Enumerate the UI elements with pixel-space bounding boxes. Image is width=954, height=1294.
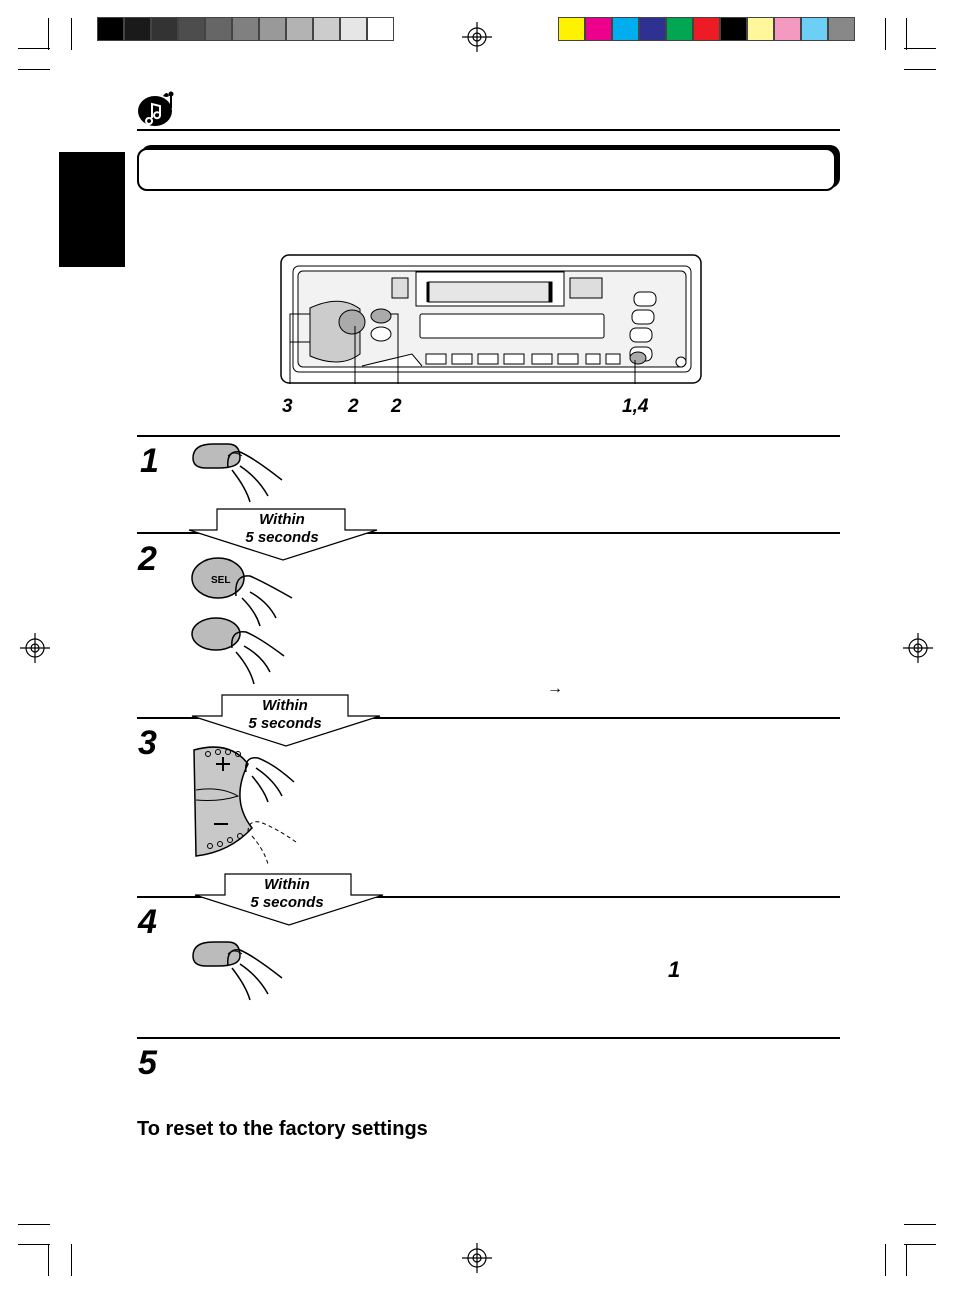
step-4-press-illustration [192, 941, 283, 1001]
color-swatch [774, 17, 801, 41]
gray-swatch [151, 17, 178, 41]
within-arrow-2 [191, 694, 381, 747]
callout-1-4: 1,4 [622, 396, 649, 417]
step-2-rule [137, 532, 840, 534]
gray-swatch [313, 17, 340, 41]
step-1-number: 1 [140, 442, 159, 480]
color-swatch [558, 17, 585, 41]
color-swatch [666, 17, 693, 41]
language-tab [59, 152, 125, 267]
gray-swatch [367, 17, 394, 41]
color-swatch [747, 17, 774, 41]
step-3-number: 3 [138, 724, 157, 762]
gray-swatch [205, 17, 232, 41]
stereo-faceplate [280, 254, 702, 384]
step-4-reference: 1 [668, 957, 681, 982]
gray-swatch [124, 17, 151, 41]
sel-button-label: SEL [211, 575, 231, 586]
within-arrow-1 [188, 508, 378, 561]
gray-swatch [97, 17, 124, 41]
step-1-rule [137, 435, 840, 437]
header-rule [137, 129, 840, 131]
arrow-glyph: → [547, 680, 563, 697]
color-swatch [801, 17, 828, 41]
within-arrow-3 [194, 873, 384, 926]
step-5-number: 5 [138, 1044, 157, 1082]
music-note-icon [138, 91, 174, 126]
gray-swatch [178, 17, 205, 41]
step-4-number: 4 [138, 903, 157, 941]
color-swatch [693, 17, 720, 41]
step-1-press-illustration [192, 443, 283, 503]
color-swatch [585, 17, 612, 41]
callout-2-knob: 2 [348, 396, 359, 417]
reset-heading: To reset to the factory settings [137, 1118, 428, 1140]
step-3-rocker-illustration [193, 746, 297, 865]
gray-swatch [286, 17, 313, 41]
gray-swatch [259, 17, 286, 41]
color-swatch [639, 17, 666, 41]
color-swatch [612, 17, 639, 41]
step-5-rule [137, 1037, 840, 1039]
step-3-rule [137, 717, 840, 719]
step-2-number: 2 [138, 540, 157, 578]
gray-swatch [232, 17, 259, 41]
callout-3: 3 [282, 396, 293, 417]
color-swatch [720, 17, 747, 41]
step-4-rule [137, 896, 840, 898]
color-swatch [828, 17, 855, 41]
step-2-press-illustration [191, 557, 293, 685]
section-heading-box [137, 148, 836, 191]
callout-2-button: 2 [391, 396, 402, 417]
gray-swatch [340, 17, 367, 41]
